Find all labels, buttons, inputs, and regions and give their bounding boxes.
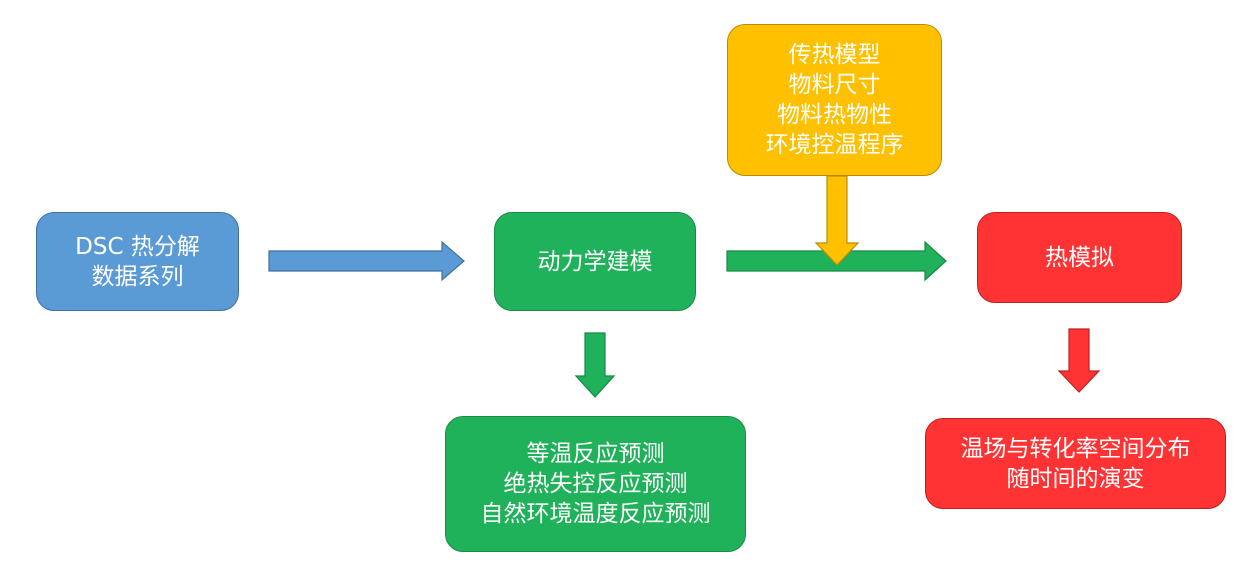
node-predictions-line-1: 等温反应预测 (526, 441, 665, 467)
node-inputs-line-2: 物料尺寸 (788, 72, 881, 98)
node-inputs-line-3: 物料热物性 (777, 102, 892, 128)
node-dsc-data-line-1: DSC 热分解 (75, 233, 200, 260)
node-kinetic-modeling: 动力学建模 (494, 212, 696, 311)
arrow-dsc-to-kinetic (268, 240, 465, 282)
node-thermal-simulation-line-1: 热模拟 (1045, 244, 1114, 271)
node-reaction-predictions: 等温反应预测 绝热失控反应预测 自然环境温度反应预测 (445, 416, 746, 552)
arrow-thermal-to-output (1057, 328, 1101, 393)
arrow-kinetic-to-predictions (574, 332, 616, 398)
node-inputs-line-1: 传热模型 (788, 42, 881, 68)
arrow-inputs-down (814, 175, 860, 266)
node-predictions-line-2: 绝热失控反应预测 (503, 471, 688, 497)
node-dsc-data-line-2: 数据系列 (91, 263, 184, 290)
node-inputs-line-4: 环境控温程序 (765, 132, 904, 158)
node-output-line-2: 随时间的演变 (1006, 465, 1145, 492)
node-kinetic-modeling-line-1: 动力学建模 (537, 248, 653, 275)
node-distribution-output: 温场与转化率空间分布 随时间的演变 (925, 418, 1226, 509)
node-predictions-line-3: 自然环境温度反应预测 (480, 501, 711, 527)
node-thermal-simulation: 热模拟 (977, 212, 1182, 303)
node-dsc-data: DSC 热分解 数据系列 (36, 212, 239, 311)
node-heat-transfer-inputs: 传热模型 物料尺寸 物料热物性 环境控温程序 (727, 24, 942, 176)
node-output-line-1: 温场与转化率空间分布 (960, 435, 1191, 462)
